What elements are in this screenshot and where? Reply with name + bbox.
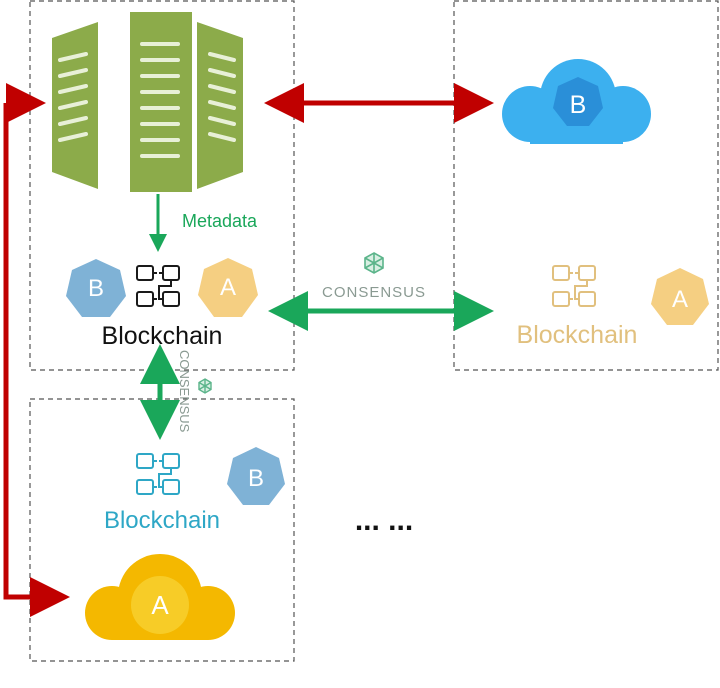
heptagon-badge-icon <box>198 258 258 317</box>
server-rack-icon <box>52 12 243 192</box>
ellipsis: ... ... <box>355 504 413 537</box>
blockchain-icon <box>136 265 180 307</box>
badge-a-cloud: A <box>151 590 169 620</box>
cloud-icon: A <box>85 554 235 640</box>
blockchain-bottom-label: Blockchain <box>104 507 220 534</box>
heptagon-badge-icon <box>651 268 709 325</box>
badge-b-bottom: B <box>248 465 264 492</box>
blockchain-main-label: Blockchain <box>102 322 223 350</box>
heptagon-badge-icon <box>66 259 126 317</box>
badge-a-right: A <box>672 286 688 313</box>
main-blockchain-node: B A Blockchain <box>66 258 258 350</box>
heptagon-badge-icon <box>227 447 285 505</box>
right-node-region <box>453 0 719 371</box>
blockchain-icon <box>136 453 180 495</box>
consensus-horizontal-label: CONSENSUS <box>322 284 426 301</box>
consensus-vertical-label: CONSENSUS <box>177 350 192 433</box>
heptagon-badge-icon <box>553 77 603 126</box>
bottom-blockchain-node: B Blockchain A <box>85 447 285 640</box>
consensus-vertical: CONSENSUS <box>140 344 212 440</box>
right-blockchain-node: B A Blockchain <box>502 59 709 349</box>
badge-b-main: B <box>88 275 104 302</box>
red-arrows <box>3 83 494 617</box>
metadata-label: Metadata <box>182 211 258 231</box>
consensus-horizontal: CONSENSUS <box>268 252 494 331</box>
cube-icon <box>364 252 384 274</box>
badge-b-cloud: B <box>570 91 587 119</box>
blockchain-right-label: Blockchain <box>517 321 638 349</box>
bottom-node-region <box>29 398 295 662</box>
badge-a-main: A <box>220 274 236 301</box>
cube-icon <box>198 378 212 394</box>
blockchain-icon <box>552 265 596 307</box>
cloud-icon: B <box>502 59 651 144</box>
